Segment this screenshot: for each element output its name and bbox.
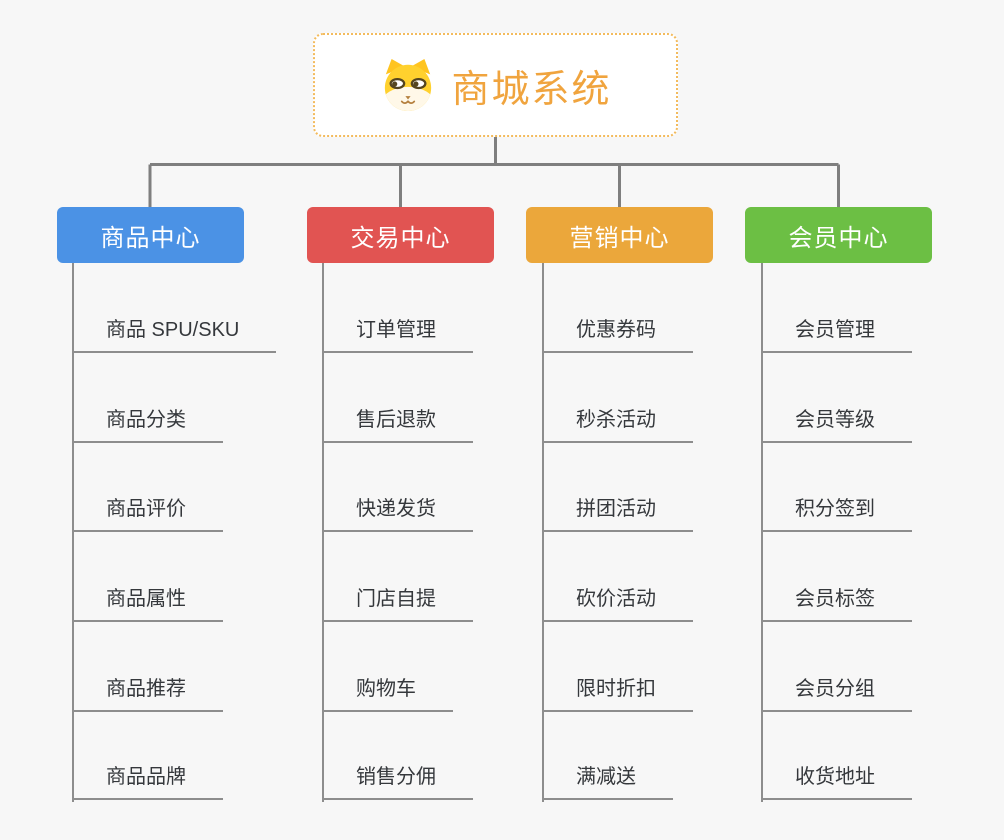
- topic-item[interactable]: 快递发货: [322, 494, 473, 532]
- topic-item[interactable]: 砍价活动: [542, 584, 693, 622]
- topic-item[interactable]: 满减送: [542, 762, 673, 800]
- topic-item[interactable]: 限时折扣: [542, 674, 693, 712]
- branch-trade-center[interactable]: 交易中心: [307, 207, 494, 263]
- topic-item[interactable]: 售后退款: [322, 405, 473, 443]
- branch-label: 营销中心: [569, 224, 670, 252]
- topic-item[interactable]: 拼团活动: [542, 494, 693, 532]
- shiba-dog-icon: [385, 58, 432, 112]
- branch-spine-line: [322, 263, 324, 802]
- root-title: 商城系统: [451, 68, 612, 111]
- topic-item[interactable]: 订单管理: [322, 315, 473, 353]
- branch-marketing-center[interactable]: 营销中心: [526, 207, 713, 263]
- branch-spine-line: [542, 263, 544, 802]
- branch-product-center[interactable]: 商品中心: [57, 207, 244, 263]
- topic-item[interactable]: 收货地址: [761, 762, 912, 800]
- topic-item[interactable]: 商品分类: [72, 405, 223, 443]
- topic-item[interactable]: 商品品牌: [72, 762, 223, 800]
- topic-item[interactable]: 销售分佣: [322, 762, 473, 800]
- topic-item[interactable]: 商品推荐: [72, 674, 223, 712]
- branch-spine-line: [72, 263, 74, 802]
- topic-item[interactable]: 会员分组: [761, 674, 912, 712]
- branch-label: 交易中心: [350, 224, 451, 252]
- topic-item[interactable]: 优惠券码: [542, 315, 693, 353]
- topic-item[interactable]: 购物车: [322, 674, 453, 712]
- topic-item[interactable]: 会员等级: [761, 405, 912, 443]
- branch-label: 会员中心: [788, 224, 889, 252]
- branch-label: 商品中心: [100, 224, 201, 252]
- topic-item[interactable]: 积分签到: [761, 494, 912, 532]
- topic-item[interactable]: 商品 SPU/SKU: [72, 315, 277, 353]
- root-node[interactable]: 商城系统: [313, 33, 678, 137]
- topic-item[interactable]: 门店自提: [322, 584, 473, 622]
- topic-item[interactable]: 商品属性: [72, 584, 223, 622]
- topic-item[interactable]: 秒杀活动: [542, 405, 693, 443]
- topic-item[interactable]: 商品评价: [72, 494, 223, 532]
- topic-item[interactable]: 会员标签: [761, 584, 912, 622]
- topic-item[interactable]: 会员管理: [761, 315, 912, 353]
- branch-member-center[interactable]: 会员中心: [745, 207, 932, 263]
- branch-spine-line: [761, 263, 763, 802]
